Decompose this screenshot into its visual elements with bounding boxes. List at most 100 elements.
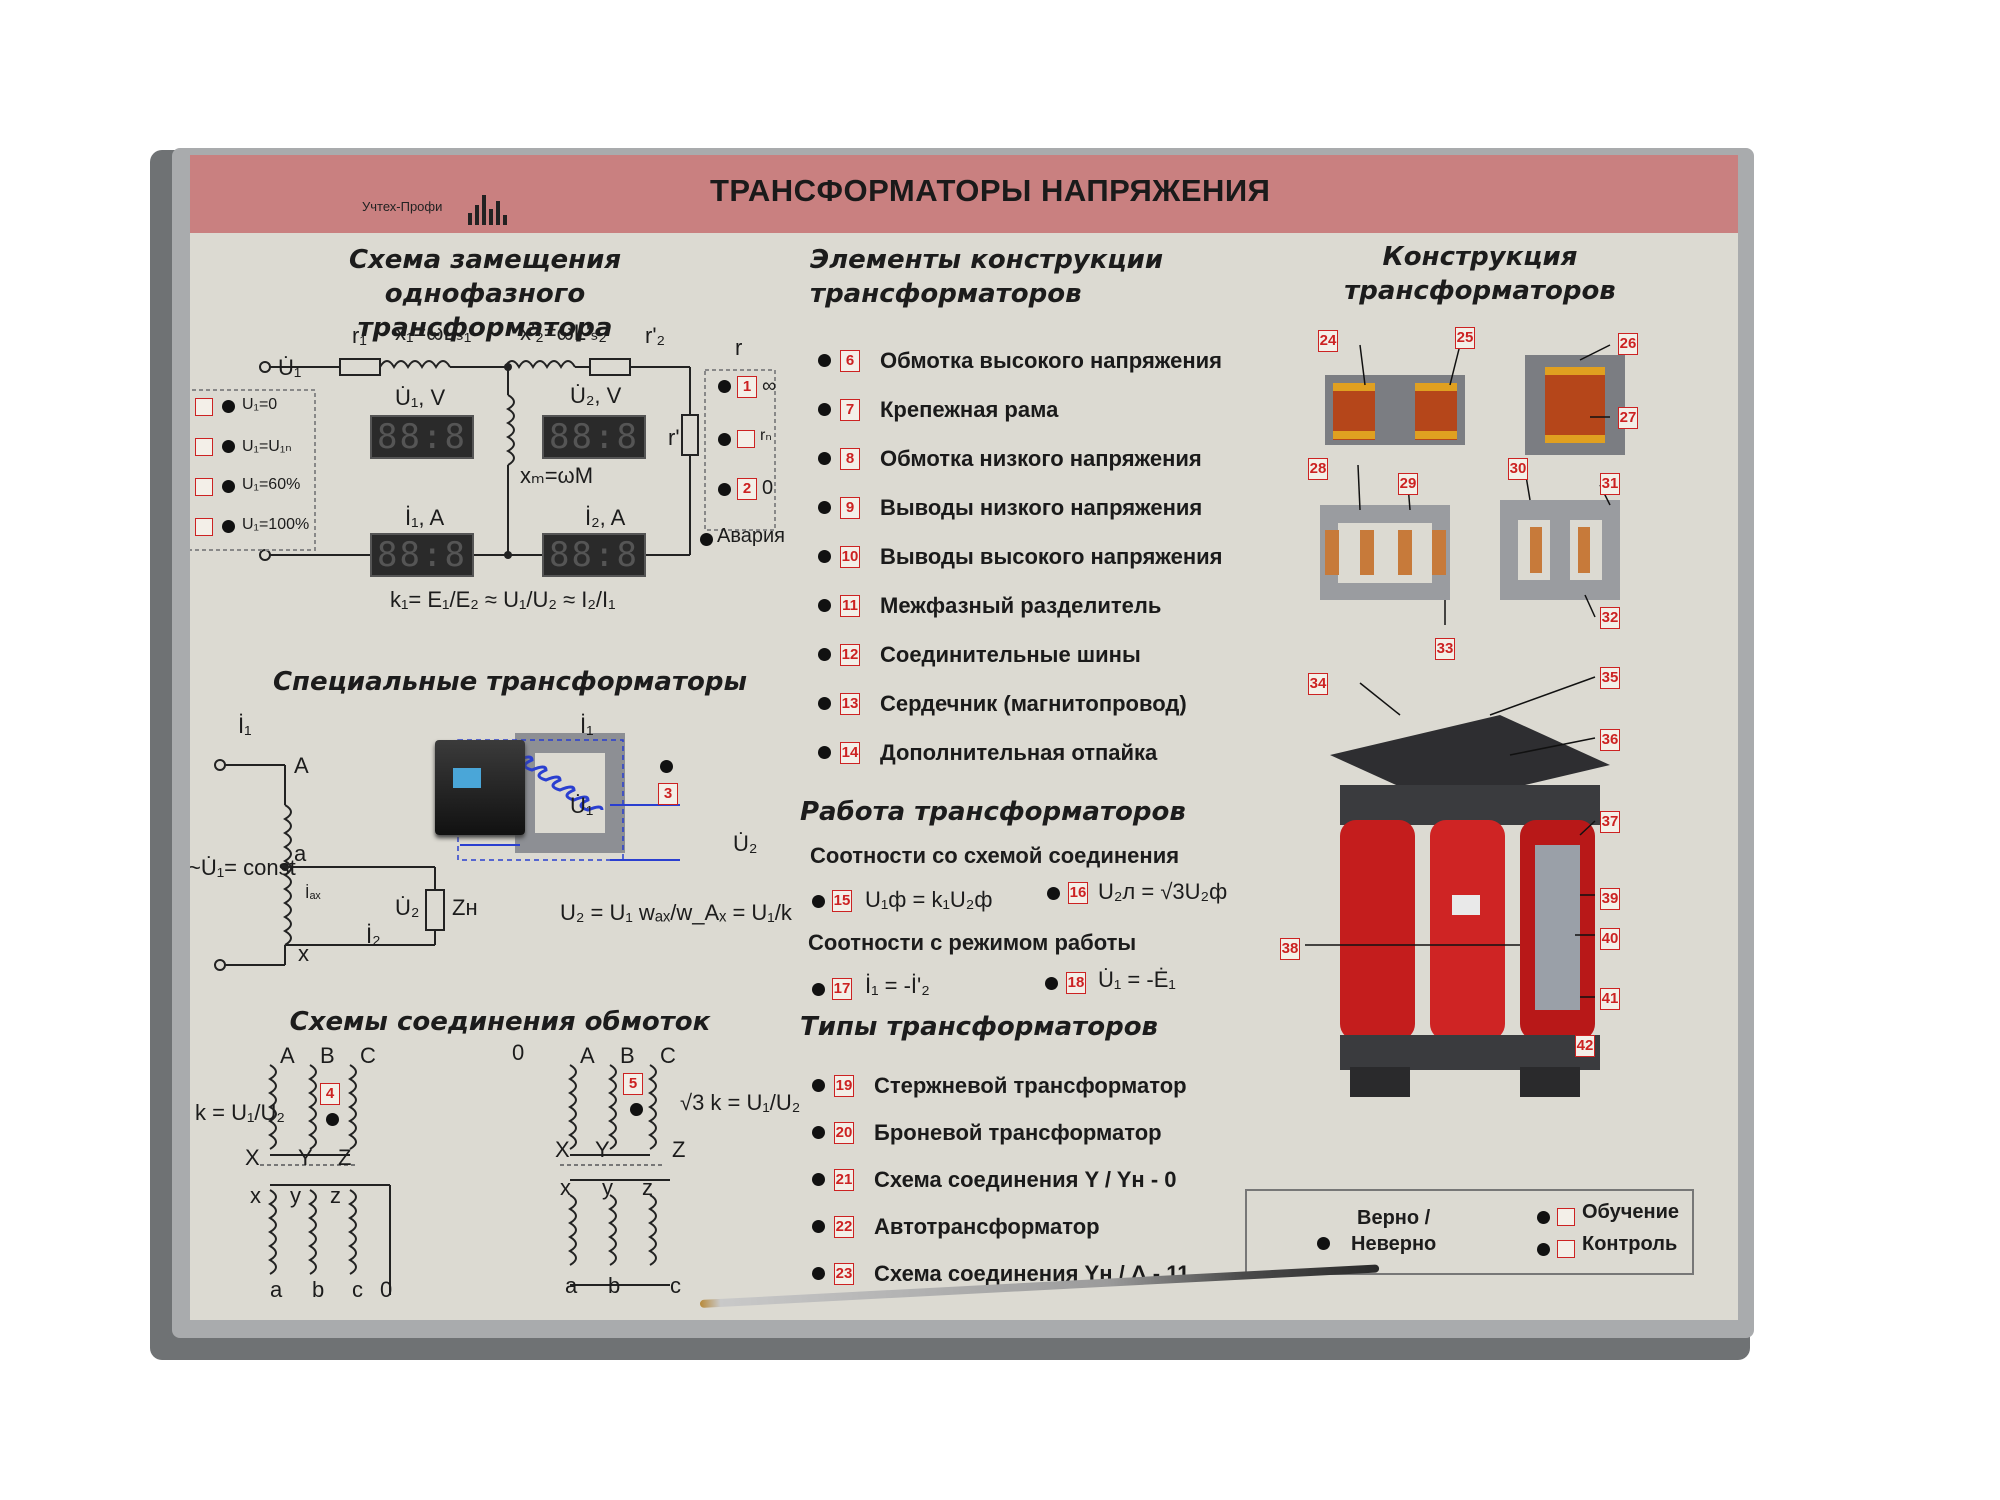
control-checkbox[interactable] bbox=[1557, 1240, 1575, 1258]
construction-marker-24[interactable]: 24 bbox=[1318, 330, 1338, 352]
terminal-Z: Z bbox=[672, 1137, 686, 1162]
section-equivalent-circuit-title: Схема замещения однофазного трансформато… bbox=[250, 243, 720, 345]
section-operation-title: Работа трансформаторов bbox=[800, 797, 1186, 827]
label-alarm: Авария bbox=[717, 525, 785, 547]
mode-checkbox[interactable] bbox=[195, 518, 213, 536]
section-types-title: Типы трансформаторов bbox=[800, 1012, 1159, 1042]
transformer-type-marker[interactable]: 22 bbox=[834, 1216, 854, 1238]
u2-voltmeter-display: 88:8 bbox=[542, 415, 646, 459]
formula-17: İ₁ = -İ'₂ bbox=[865, 973, 930, 998]
ratio-formula-left: k = U₁/U₂ bbox=[195, 1100, 285, 1125]
transformer-type-marker[interactable]: 20 bbox=[834, 1122, 854, 1144]
construction-marker-34[interactable]: 34 bbox=[1308, 673, 1328, 695]
construction-marker-27[interactable]: 27 bbox=[1618, 407, 1638, 429]
construction-element-marker[interactable]: 11 bbox=[840, 595, 860, 617]
construction-element-marker[interactable]: 9 bbox=[840, 497, 860, 519]
checkbox[interactable] bbox=[737, 430, 755, 448]
mode-checkbox[interactable] bbox=[195, 398, 213, 416]
indicator-led bbox=[718, 380, 731, 393]
transformer-type-label: Стержневой трансформатор bbox=[874, 1073, 1187, 1098]
construction-marker-39[interactable]: 39 bbox=[1600, 888, 1620, 910]
terminal-a: a bbox=[270, 1277, 283, 1302]
title-line: трансформаторов bbox=[1344, 276, 1616, 306]
marker-16[interactable]: 16 bbox=[1068, 882, 1088, 904]
marker-4[interactable]: 4 bbox=[320, 1083, 340, 1105]
construction-marker-33[interactable]: 33 bbox=[1435, 638, 1455, 660]
construction-element-label: Выводы высокого напряжения bbox=[880, 544, 1223, 569]
label-i1-amp: İ₁, A bbox=[405, 505, 445, 530]
label-u1-core: U̇₁ bbox=[570, 793, 594, 818]
label-i2-amp: İ₂, A bbox=[585, 505, 626, 530]
construction-element-marker[interactable]: 10 bbox=[840, 546, 860, 568]
label-u1: U̇₁ bbox=[278, 355, 302, 380]
label-zero: 0 bbox=[762, 477, 774, 499]
label-u2-volt: U̇₂, V bbox=[570, 383, 622, 408]
construction-marker-25[interactable]: 25 bbox=[1455, 327, 1475, 349]
construction-element-marker[interactable]: 6 bbox=[840, 350, 860, 372]
construction-element-marker[interactable]: 12 bbox=[840, 644, 860, 666]
terminal-B: B bbox=[320, 1043, 335, 1068]
marker-3[interactable]: 3 bbox=[658, 783, 678, 805]
section-winding-schemes-title: Схемы соединения обмоток bbox=[289, 1007, 711, 1037]
construction-marker-31[interactable]: 31 bbox=[1600, 473, 1620, 495]
transformer-type-marker[interactable]: 23 bbox=[834, 1263, 854, 1285]
indicator-led bbox=[812, 983, 825, 996]
marker-17[interactable]: 17 bbox=[832, 978, 852, 1000]
formula-16: U₂л = √3U₂ф bbox=[1098, 879, 1228, 904]
marker-2[interactable]: 2 bbox=[737, 478, 757, 500]
marker-18[interactable]: 18 bbox=[1066, 972, 1086, 994]
title-line: Схема замещения однофазного bbox=[348, 245, 622, 309]
construction-element-marker[interactable]: 7 bbox=[840, 399, 860, 421]
right-scheme bbox=[560, 1064, 670, 1286]
construction-marker-26[interactable]: 26 bbox=[1618, 333, 1638, 355]
poster-face: Учтех-Профи ТРАНСФОРМАТОРЫ НАПРЯЖЕНИЯ Сх… bbox=[190, 155, 1738, 1320]
marker-1[interactable]: 1 bbox=[737, 376, 757, 398]
marker-15[interactable]: 15 bbox=[832, 890, 852, 912]
label-correct: Верно / bbox=[1357, 1207, 1431, 1229]
indicator-led bbox=[718, 433, 731, 446]
construction-marker-32[interactable]: 32 bbox=[1600, 607, 1620, 629]
construction-element-marker[interactable]: 14 bbox=[840, 742, 860, 764]
construction-marker-28[interactable]: 28 bbox=[1308, 458, 1328, 480]
construction-element-label: Обмотка высокого напряжения bbox=[880, 348, 1222, 373]
transformer-type-marker[interactable]: 21 bbox=[834, 1169, 854, 1191]
indicator-led bbox=[812, 1220, 825, 1233]
terminal-B: B bbox=[620, 1043, 635, 1068]
indicator-led bbox=[818, 452, 831, 465]
label-rn: rₙ bbox=[760, 427, 772, 444]
terminal-c: c bbox=[352, 1277, 363, 1302]
transformer-type-label: Схема соединения Y / Yн - 0 bbox=[874, 1167, 1177, 1192]
label-iax: İₐₓ bbox=[305, 885, 321, 902]
learn-checkbox[interactable] bbox=[1557, 1208, 1575, 1226]
section-special-transformers-title: Специальные трансформаторы bbox=[272, 667, 748, 697]
terminal-z: z bbox=[642, 1175, 653, 1200]
mode-checkbox[interactable] bbox=[195, 438, 213, 456]
construction-element-marker[interactable]: 13 bbox=[840, 693, 860, 715]
indicator-led bbox=[818, 746, 831, 759]
construction-marker-41[interactable]: 41 bbox=[1600, 988, 1620, 1010]
construction-marker-42[interactable]: 42 bbox=[1575, 1035, 1595, 1057]
label-i2: İ₂ bbox=[366, 923, 381, 948]
terminal-C: C bbox=[360, 1043, 376, 1068]
construction-marker-38[interactable]: 38 bbox=[1280, 938, 1300, 960]
label-infinity: ∞ bbox=[762, 375, 777, 397]
construction-marker-37[interactable]: 37 bbox=[1600, 811, 1620, 833]
marker-5[interactable]: 5 bbox=[623, 1073, 643, 1095]
indicator-led bbox=[818, 354, 831, 367]
construction-element-marker[interactable]: 8 bbox=[840, 448, 860, 470]
construction-marker-30[interactable]: 30 bbox=[1508, 458, 1528, 480]
construction-marker-36[interactable]: 36 bbox=[1600, 729, 1620, 751]
mode-led bbox=[222, 520, 235, 533]
terminal-b: b bbox=[608, 1273, 621, 1298]
transformer-type-marker[interactable]: 19 bbox=[834, 1075, 854, 1097]
label-u1-volt: U̇₁, V bbox=[395, 385, 446, 410]
construction-marker-29[interactable]: 29 bbox=[1398, 473, 1418, 495]
construction-marker-35[interactable]: 35 bbox=[1600, 667, 1620, 689]
label-a-upper: A bbox=[294, 753, 309, 778]
terminal-y: y bbox=[602, 1175, 613, 1200]
page-title: ТРАНСФОРМАТОРЫ НАПРЯЖЕНИЯ bbox=[710, 173, 1271, 208]
label-x2: x'₂=ωL'ₛ₂ bbox=[520, 320, 607, 345]
construction-marker-40[interactable]: 40 bbox=[1600, 928, 1620, 950]
mode-checkbox[interactable] bbox=[195, 478, 213, 496]
mode-label: U₁=100% bbox=[242, 516, 310, 533]
